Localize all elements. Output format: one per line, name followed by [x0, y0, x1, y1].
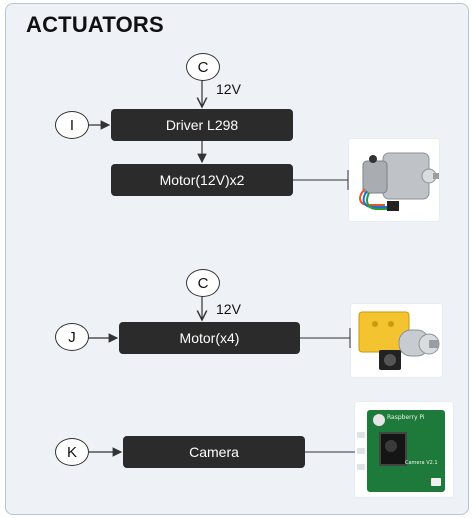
motor-12v-block: Motor(12V)x2: [111, 164, 293, 196]
voltage-label-top: 12V: [216, 81, 241, 97]
node-k: K: [55, 438, 89, 466]
node-c-middle: C: [186, 269, 220, 297]
board-brand-text: Raspberry Pi: [387, 414, 425, 421]
driver-l298-block: Driver L298: [111, 109, 293, 141]
mount-tab-2: [357, 448, 365, 454]
lens-icon: [385, 440, 397, 452]
raspberry-pi-camera-image: Raspberry Pi Camera V2.1: [355, 402, 453, 497]
yellow-gearbox-motor-image: [351, 304, 442, 377]
mount-tab-3: [357, 464, 365, 470]
camera-block: Camera: [123, 436, 305, 468]
raspberry-logo-icon: [373, 414, 385, 426]
node-c-top: C: [186, 53, 220, 81]
node-j: J: [55, 323, 89, 351]
dc-gear-motor-image: [349, 139, 439, 221]
motor-x4-block: Motor(x4): [119, 322, 300, 354]
voltage-label-middle: 12V: [216, 301, 241, 317]
mount-tab-1: [357, 432, 365, 438]
connector-pad: [431, 478, 441, 486]
board-model-text: Camera V2.1: [405, 460, 438, 466]
node-i: I: [55, 111, 89, 139]
diagram-title: ACTUATORS: [26, 12, 164, 37]
